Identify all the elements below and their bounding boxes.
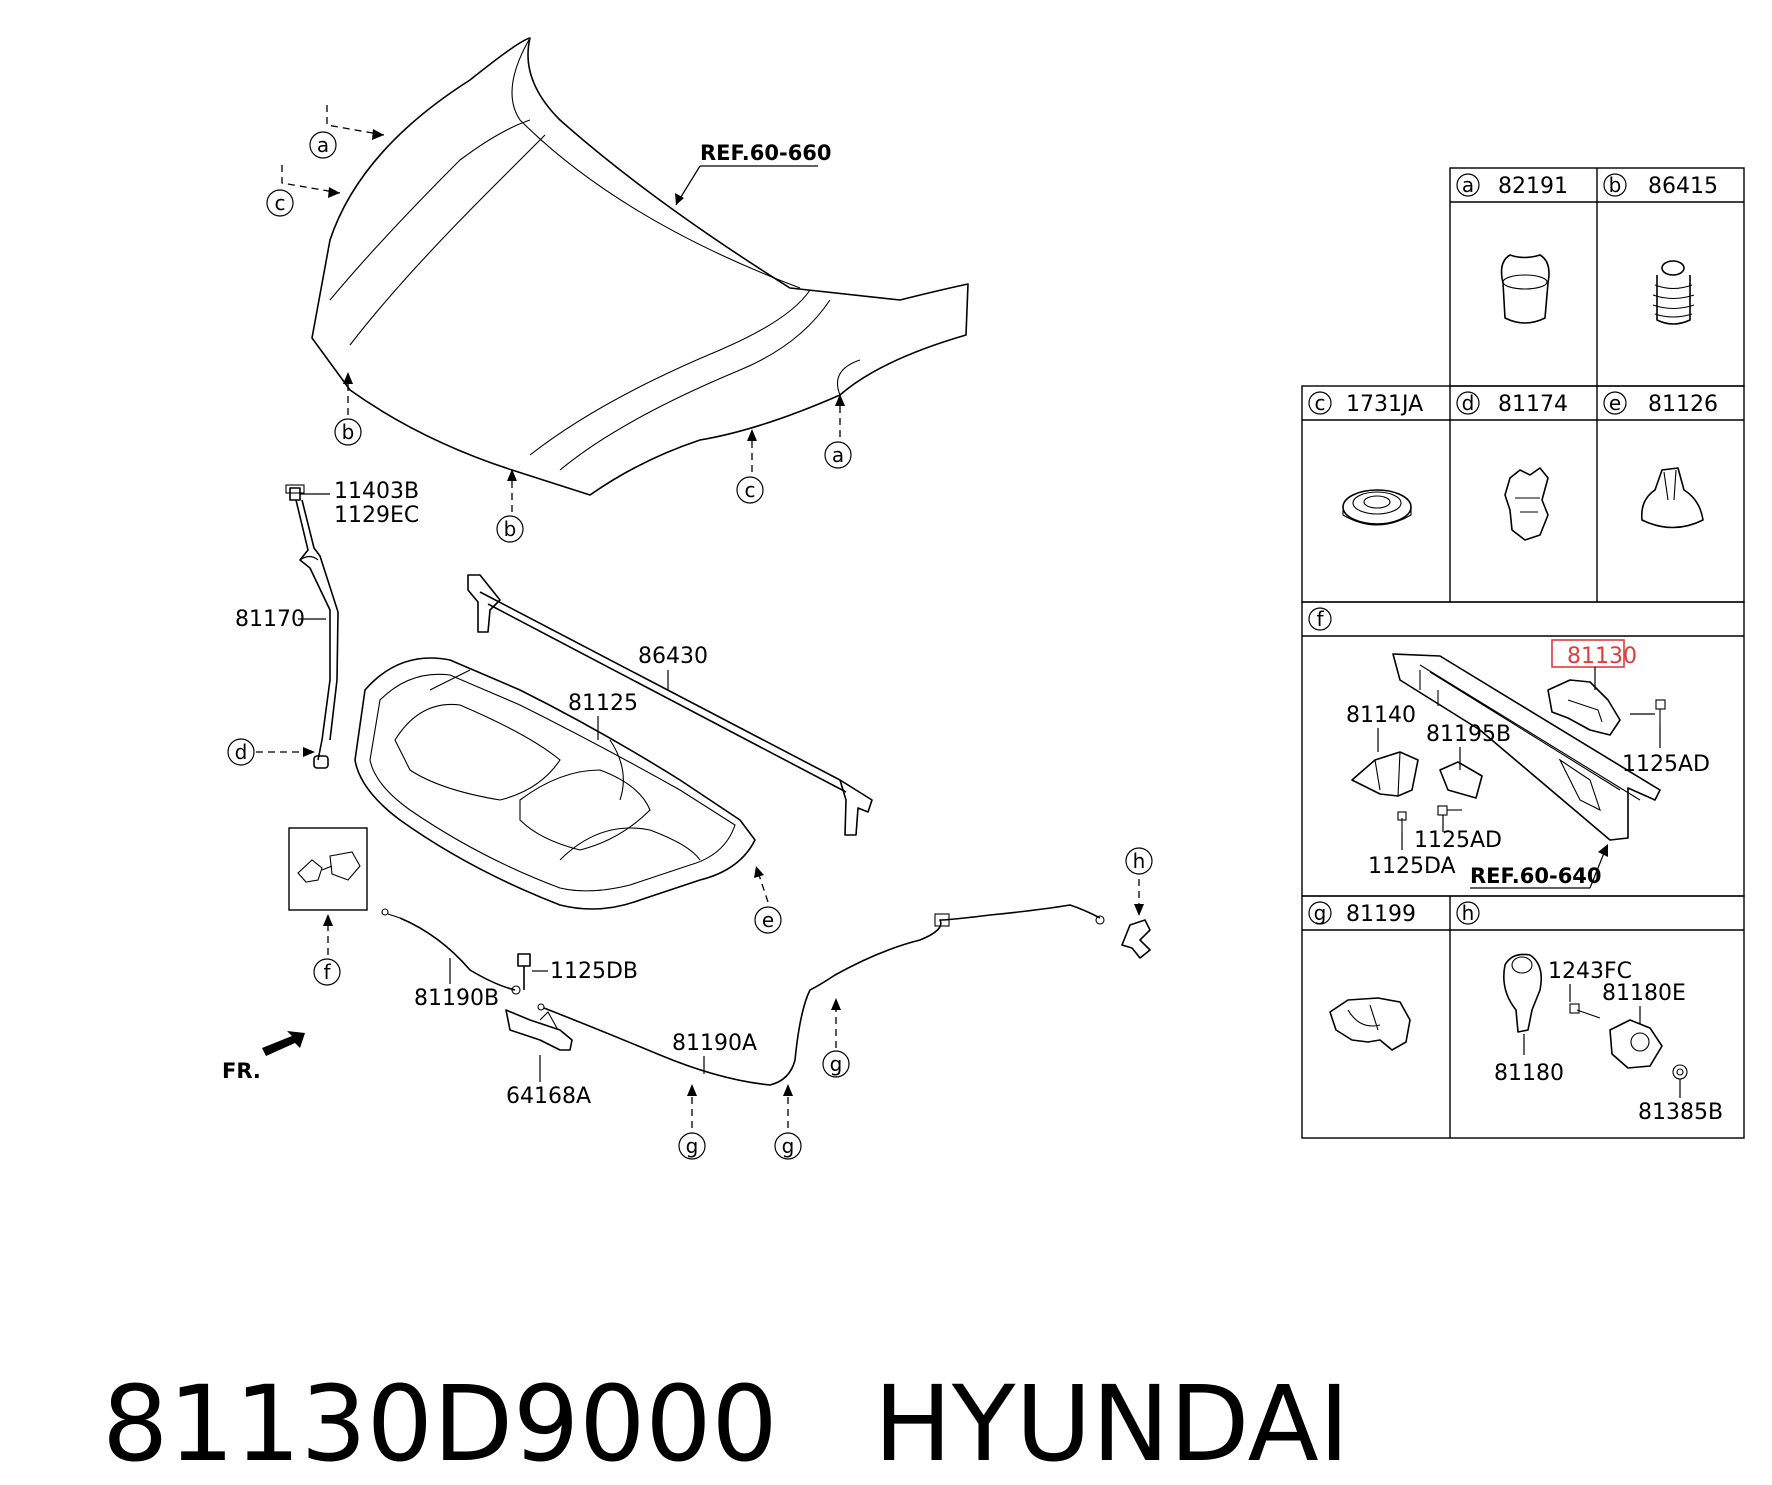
- svg-text:1129EC: 1129EC: [334, 503, 419, 528]
- svg-text:81190B: 81190B: [414, 986, 499, 1011]
- svg-text:e: e: [762, 908, 774, 932]
- footer-part-number: 81130D9000: [102, 1363, 778, 1485]
- hood-seal-strip: [467, 574, 873, 836]
- legend-cell-a: a 82191: [1456, 173, 1568, 324]
- svg-text:REF.60-640: REF.60-640: [1470, 864, 1602, 888]
- svg-text:81190A: 81190A: [672, 1031, 757, 1056]
- svg-text:h: h: [1133, 849, 1146, 873]
- callout-f-inset: f: [313, 914, 341, 986]
- callout-g-right: g: [822, 998, 850, 1078]
- svg-text:g: g: [686, 1134, 699, 1158]
- callout-c-center: c: [736, 429, 764, 504]
- callout-e-pad: e: [754, 866, 782, 934]
- svg-text:81125: 81125: [568, 691, 638, 716]
- svg-text:1125DA: 1125DA: [1368, 854, 1456, 879]
- svg-text:81180E: 81180E: [1602, 981, 1686, 1006]
- svg-text:d: d: [1462, 391, 1475, 415]
- release-cable-81190B: [381, 908, 521, 995]
- cable-81190B-label: 81190B: [414, 958, 499, 1011]
- svg-text:81170: 81170: [235, 607, 305, 632]
- footer-brand: HYUNDAI: [873, 1363, 1350, 1485]
- svg-text:a: a: [832, 443, 844, 467]
- svg-text:81174: 81174: [1498, 392, 1568, 417]
- svg-text:a: a: [317, 133, 329, 157]
- svg-text:g: g: [782, 1134, 795, 1158]
- svg-text:d: d: [235, 740, 248, 764]
- svg-text:81140: 81140: [1346, 703, 1416, 728]
- svg-text:11403B: 11403B: [334, 479, 419, 504]
- svg-text:1125AD: 1125AD: [1622, 752, 1710, 777]
- hood-stay-rod: [285, 484, 339, 769]
- svg-text:86415: 86415: [1648, 174, 1718, 199]
- svg-text:1125DB: 1125DB: [550, 959, 638, 984]
- legend-f-detail: 81130 1125AD 81140 1125DA 81195B 1125AD …: [1346, 639, 1710, 889]
- legend-cell-g: g 81199: [1308, 901, 1416, 1051]
- svg-text:h: h: [1462, 901, 1475, 925]
- callout-h-latch: h: [1125, 847, 1153, 916]
- svg-text:86430: 86430: [638, 644, 708, 669]
- svg-text:64168A: 64168A: [506, 1084, 591, 1109]
- svg-text:81126: 81126: [1648, 392, 1718, 417]
- bracket-64168A: [505, 953, 573, 1051]
- svg-text:b: b: [504, 517, 517, 541]
- callout-b-left: b: [334, 372, 362, 446]
- svg-text:b: b: [342, 420, 355, 444]
- latch-h-part: [1121, 919, 1151, 959]
- callout-g-mid: g: [774, 1084, 802, 1160]
- hood-ref-label: REF.60-660: [675, 141, 832, 206]
- svg-text:g: g: [1314, 901, 1327, 925]
- svg-text:f: f: [1316, 607, 1324, 631]
- svg-text:b: b: [1609, 173, 1622, 197]
- callout-g-left: g: [678, 1084, 706, 1160]
- release-cable-81190A: [537, 904, 1105, 1086]
- svg-text:1243FC: 1243FC: [1548, 959, 1632, 984]
- callout-d-stay: d: [227, 738, 315, 766]
- inset-detail-f: [288, 827, 368, 911]
- svg-text:81385B: 81385B: [1638, 1100, 1723, 1125]
- legend-h-detail: 81180 1243FC 81180E 81385B: [1494, 953, 1723, 1125]
- callout-a-right: a: [824, 394, 852, 469]
- svg-text:f: f: [323, 960, 331, 984]
- legend-table: [1301, 167, 1745, 1139]
- legend-cell-d: d 81174: [1456, 391, 1568, 541]
- callout-c-upper: c: [266, 165, 341, 217]
- insulator-label: 81125: [568, 691, 638, 740]
- legend-cell-f: f: [1308, 607, 1332, 631]
- front-direction-marker: FR.: [222, 1031, 305, 1083]
- callout-b-center: b: [496, 469, 524, 543]
- legend-cell-e: e 81126: [1603, 391, 1718, 529]
- svg-text:1125AD: 1125AD: [1414, 828, 1502, 853]
- svg-text:81199: 81199: [1346, 902, 1416, 927]
- svg-text:81195B: 81195B: [1426, 722, 1511, 747]
- highlighted-part-label: 81130: [1567, 644, 1637, 669]
- hood-insulator-pad: [354, 657, 756, 910]
- callout-a-upper: a: [309, 105, 385, 159]
- svg-text:81180: 81180: [1494, 1061, 1564, 1086]
- svg-text:c: c: [275, 191, 286, 215]
- svg-text:c: c: [745, 478, 756, 502]
- svg-text:e: e: [1609, 391, 1621, 415]
- ref-60-660-label: REF.60-660: [700, 141, 832, 165]
- legend-cell-h: h: [1456, 901, 1480, 925]
- cable-81190A-label: 81190A: [672, 1031, 757, 1074]
- svg-text:c: c: [1315, 391, 1326, 415]
- bracket-labels: 1125DB 64168A: [506, 959, 638, 1109]
- stay-rod-labels: 11403B 1129EC 81170: [235, 479, 419, 632]
- svg-text:a: a: [1462, 173, 1474, 197]
- svg-text:g: g: [830, 1052, 843, 1076]
- front-label: FR.: [222, 1059, 261, 1083]
- seal-strip-label: 86430: [638, 644, 708, 690]
- svg-text:1731JA: 1731JA: [1346, 392, 1423, 417]
- parts-diagram: REF.60-660 a c b b c a: [222, 37, 1745, 1160]
- legend-cell-c: c 1731JA: [1308, 391, 1423, 526]
- legend-cell-b: b 86415: [1603, 173, 1718, 325]
- highlighted-part-box: [1551, 639, 1625, 668]
- hood-panel: [311, 37, 969, 496]
- svg-text:82191: 82191: [1498, 174, 1568, 199]
